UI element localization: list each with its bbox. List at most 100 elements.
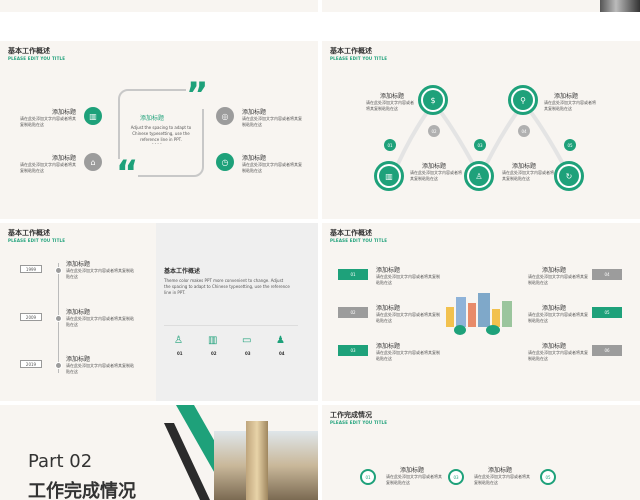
search-icon: ◎ — [216, 107, 234, 125]
slide-overview-timeline[interactable]: 基本工作概述 PLEASE EDIT YOU TITLE 1999 添加标题 请… — [0, 223, 318, 401]
slide-overview-city[interactable]: 基本工作概述 PLEASE EDIT YOU TITLE 01 添加标题 请在此… — [322, 223, 640, 401]
city-illustration — [446, 293, 514, 335]
item-title: 添加标题 — [66, 309, 91, 316]
item-body: 请在此处添加文字内容或者将其复制粘贴在这 — [386, 474, 442, 485]
info-panel — [156, 223, 318, 401]
item-body: 请在此处添加文字内容或者将其复制粘贴在这 — [20, 162, 76, 173]
step-circle: 05 — [540, 469, 556, 485]
item-body: 请在此处添加文字内容或者将其复制粘贴在这 — [66, 268, 134, 279]
slide-top-left[interactable] — [0, 0, 318, 12]
item-title: 添加标题 — [52, 109, 77, 116]
item-title: 添加标题 — [542, 343, 567, 350]
quote-open-mark: “ — [116, 153, 139, 193]
slide-top-right[interactable] — [322, 0, 640, 12]
item-body: 请在此处添加文字内容或者将其复制粘贴在这 — [366, 100, 414, 111]
center-body: Adjust the spacing to adapt to Chinese t… — [130, 125, 192, 142]
item-body: 请在此处添加文字内容或者将其复制粘贴在这 — [474, 474, 530, 485]
slide-header: 基本工作概述 — [8, 47, 50, 55]
num-box: 05 — [592, 307, 622, 318]
item-title: 添加标题 — [376, 343, 401, 350]
item-body: 请在此处添加文字内容或者将其复制粘贴在这 — [66, 363, 134, 374]
slide-header: 工作完成情况 — [330, 411, 372, 419]
bank-icon: ⌂ — [84, 153, 102, 171]
num-box: 06 — [592, 345, 622, 356]
quote-close-mark: ” — [186, 75, 209, 115]
slide-subheader: PLEASE EDIT YOU TITLE — [8, 56, 66, 61]
money-icon: $ — [418, 85, 448, 115]
slide-work-completion[interactable]: 工作完成情况 PLEASE EDIT YOU TITLE 01 添加标题 请在此… — [322, 405, 640, 500]
item-title: 添加标题 — [542, 305, 567, 312]
year-tag: 1999 — [20, 265, 42, 273]
step-number: 04 — [518, 125, 530, 137]
building-tower — [246, 421, 268, 500]
refresh-money-icon: ↻ — [554, 161, 584, 191]
slide-overview-chain[interactable]: 基本工作概述 PLEASE EDIT YOU TITLE 添加标题 请在此处添加… — [322, 41, 640, 219]
item-title: 添加标题 — [400, 467, 425, 474]
item-body: 请在此处添加文字内容或者将其复制粘贴在这 — [528, 274, 588, 285]
step-number: 01 — [384, 139, 396, 151]
icon-strip — [164, 325, 298, 365]
quote-frame — [118, 89, 204, 177]
slide-subheader: PLEASE EDIT YOU TITLE — [330, 420, 388, 425]
panel-title: 基本工作概述 — [164, 268, 201, 275]
step-number: 01 — [365, 474, 371, 480]
item-title: 添加标题 — [376, 305, 401, 312]
item-title: 添加标题 — [542, 267, 567, 274]
step-number: 03 — [474, 139, 486, 151]
item-title: 添加标题 — [52, 155, 77, 162]
icon-number: 03 — [245, 351, 251, 356]
num-box: 04 — [592, 269, 622, 280]
item-title: 添加标题 — [422, 163, 447, 170]
year-tag: 2009 — [20, 313, 42, 321]
item-body: 请在此处添加文字内容或者将其复制粘贴在这 — [528, 312, 588, 323]
step-number: 02 — [428, 125, 440, 137]
person-icon: ♙ — [464, 161, 494, 191]
num-box: 03 — [338, 345, 368, 356]
slide-header: 基本工作概述 — [8, 229, 50, 237]
item-title: 添加标题 — [242, 155, 267, 162]
step-circle: 01 — [360, 469, 376, 485]
slide-section-part02[interactable]: Part 02 工作完成情况 — [0, 405, 318, 500]
bar-chart-icon: ▥ — [374, 161, 404, 191]
money-icon: ♙ — [174, 335, 183, 346]
timeline-dot — [55, 362, 62, 369]
icon-number: 02 — [211, 351, 217, 356]
item-body: 请在此处添加文字内容或者将其复制粘贴在这 — [528, 350, 588, 361]
clock-icon: ◷ — [216, 153, 234, 171]
item-title: 添加标题 — [512, 163, 537, 170]
icon-number: 01 — [177, 351, 183, 356]
item-title: 添加标题 — [488, 467, 513, 474]
center-title: 添加标题 — [140, 115, 165, 122]
item-title: 添加标题 — [554, 93, 579, 100]
timeline-dot — [55, 267, 62, 274]
timeline-dot — [55, 315, 62, 322]
slide-header: 基本工作概述 — [330, 47, 372, 55]
item-title: 添加标题 — [380, 93, 405, 100]
step-number: 05 — [564, 139, 576, 151]
item-body: 请在此处添加文字内容或者将其复制粘贴在这 — [66, 316, 134, 327]
section-title: 工作完成情况 — [28, 481, 136, 500]
slide-subheader: PLEASE EDIT YOU TITLE — [330, 238, 388, 243]
year-tag: 2019 — [20, 360, 42, 368]
item-body: 请在此处添加文字内容或者将其复制粘贴在这 — [242, 116, 302, 127]
item-body: 请在此处添加文字内容或者将其复制粘贴在这 — [242, 162, 302, 173]
center-dots: - - - - — [152, 141, 162, 146]
item-body: 请在此处添加文字内容或者将其复制粘贴在这 — [502, 170, 554, 181]
item-body: 请在此处添加文字内容或者将其复制粘贴在这 — [544, 100, 596, 111]
item-body: 请在此处添加文字内容或者将其复制粘贴在这 — [410, 170, 462, 181]
step-circle: 03 — [448, 469, 464, 485]
building-photo — [600, 0, 640, 12]
item-title: 添加标题 — [242, 109, 267, 116]
item-title: 添加标题 — [66, 356, 91, 363]
bar-chart-icon: ▥ — [208, 335, 218, 346]
icon-number: 04 — [279, 351, 285, 356]
board-icon: ▭ — [242, 335, 252, 346]
item-body: 请在此处添加文字内容或者将其复制粘贴在这 — [20, 116, 76, 127]
item-body: 请在此处添加文字内容或者将其复制粘贴在这 — [376, 312, 440, 323]
step-number: 05 — [545, 474, 551, 480]
num-box: 02 — [338, 307, 368, 318]
presenter-icon: ♟ — [276, 335, 285, 346]
slide-overview-quotes[interactable]: 基本工作概述 PLEASE EDIT YOU TITLE “ ” 添加标题 Ad… — [0, 41, 318, 219]
item-title: 添加标题 — [376, 267, 401, 274]
item-body: 请在此处添加文字内容或者将其复制粘贴在这 — [376, 350, 440, 361]
